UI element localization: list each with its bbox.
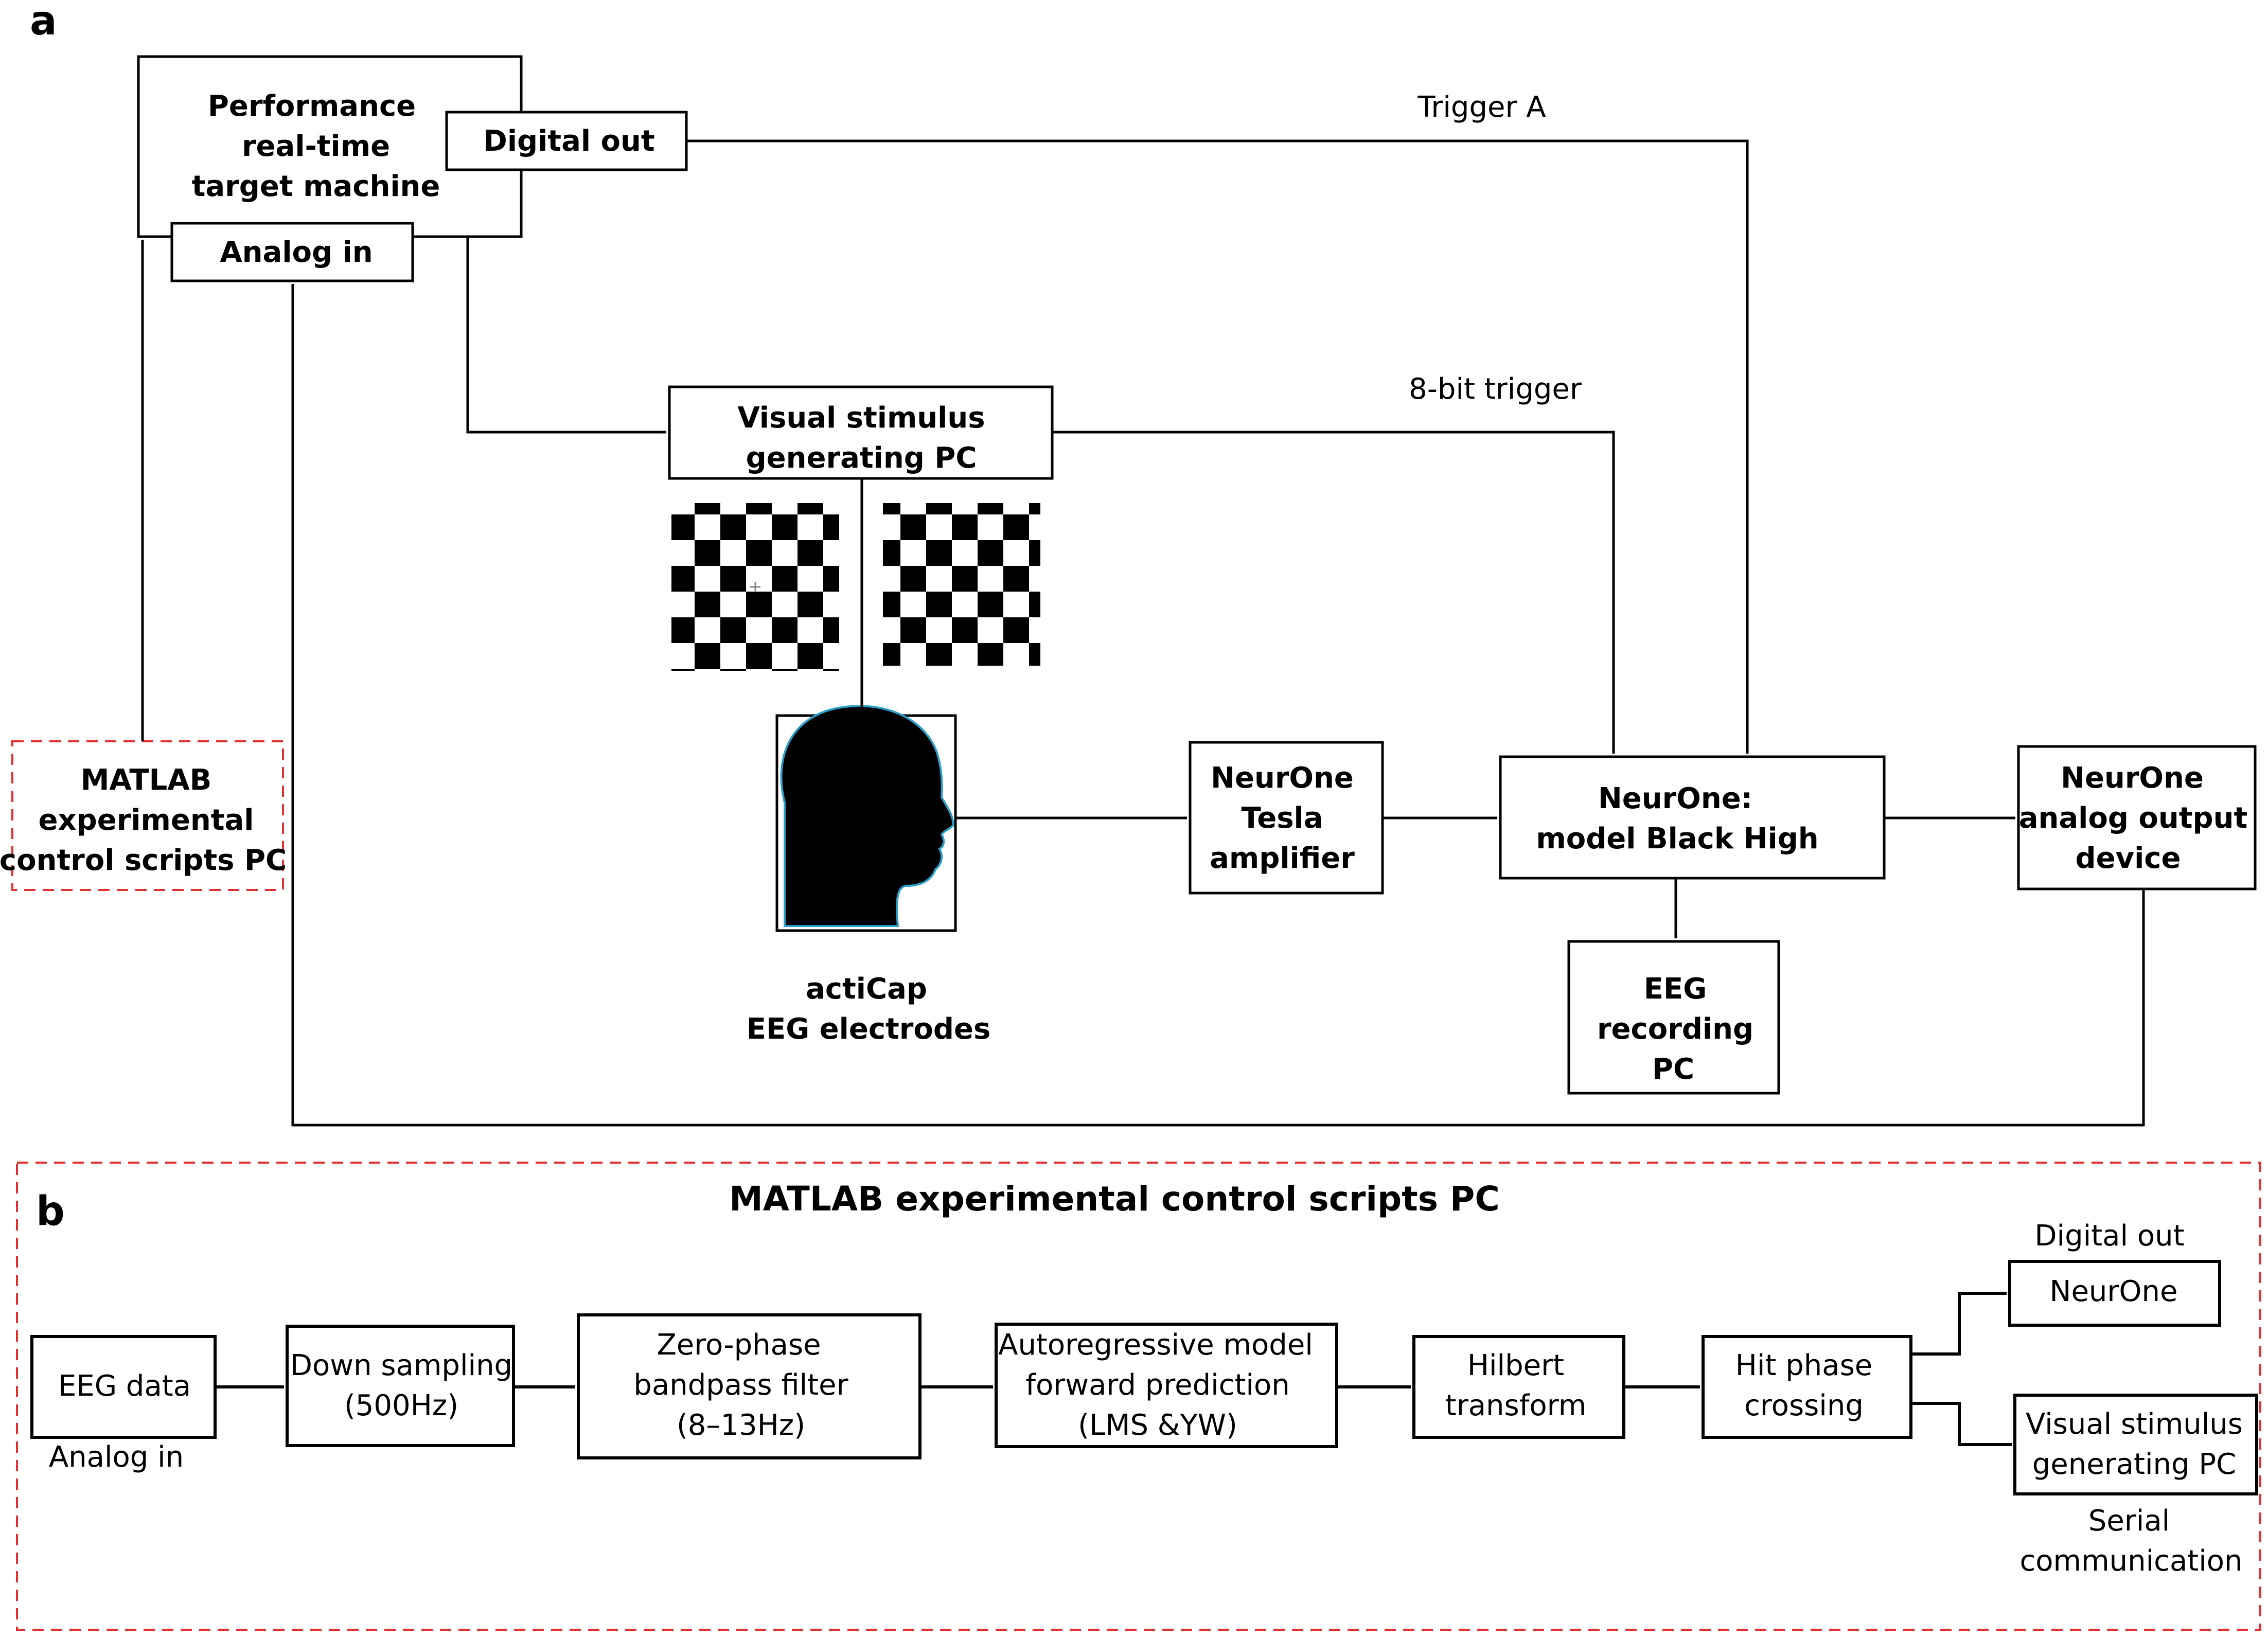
target-machine-line-1: Performance <box>207 90 416 123</box>
serial-line-2: communication <box>2019 1544 2243 1578</box>
down-sampling-line-2: (500Hz) <box>344 1389 459 1422</box>
digital-out-b-label: Digital out <box>2034 1219 2185 1253</box>
neurone-main-box <box>1499 755 1886 880</box>
panel-label-a: a <box>30 0 57 44</box>
hit-phase-line-2: crossing <box>1744 1389 1864 1422</box>
matlab-pc-line-3: control scripts PC <box>0 844 287 877</box>
visual-pc-line-2: generating PC <box>746 441 977 475</box>
eeg-data-label: EEG data <box>58 1369 191 1403</box>
hit-to-neurone-line <box>1911 1292 2007 1356</box>
bandpass-line-3: (8–13Hz) <box>676 1409 806 1442</box>
visual-pc-b-box <box>2013 1394 2258 1495</box>
tesla-amp-line-3: amplifier <box>1210 842 1355 875</box>
down-sampling-box <box>286 1325 515 1447</box>
hilbert-line-2: transform <box>1445 1389 1587 1422</box>
autoregressive-box <box>995 1323 1338 1448</box>
analog-output-box <box>2017 745 2257 890</box>
target-machine-line-3: target machine <box>191 170 440 203</box>
bandpass-box <box>577 1313 922 1459</box>
digital-out-box <box>445 111 688 171</box>
tesla-amp-line-1: NeurOne <box>1211 761 1354 795</box>
acticap-line-1: actiCap <box>806 972 927 1006</box>
autoregressive-line-3: (LMS &YW) <box>1078 1409 1237 1442</box>
target-machine-line-2: real-time <box>241 130 391 163</box>
matlab-pc-box <box>11 740 284 891</box>
hit-to-visual-line <box>1911 1402 2012 1446</box>
matlab-pc-line-2: experimental <box>38 804 254 837</box>
hit-phase-box <box>1702 1335 1912 1439</box>
trigger-a-label: Trigger A <box>1418 91 1546 124</box>
checkerboard-left <box>671 503 839 671</box>
tesla-amp-box <box>1189 741 1384 895</box>
autoregressive-line-2: forward prediction <box>1025 1368 1290 1402</box>
analog-in-box <box>170 222 414 282</box>
digital-out-label: Digital out <box>483 124 655 158</box>
eeg-pc-line-2: recording <box>1597 1012 1754 1046</box>
analog-output-line-2: analog output <box>2018 801 2248 835</box>
tesla-amp-line-2: Tesla <box>1241 801 1323 835</box>
visual-pc-b-line-2: generating PC <box>2032 1448 2237 1481</box>
analog-output-line-1: NeurOne <box>2061 761 2204 795</box>
eight-bit-trigger-line <box>1052 431 1615 754</box>
panel-b-title: MATLAB experimental control scripts PC <box>729 1179 1500 1219</box>
analog-in-label: Analog in <box>220 236 373 269</box>
bandpass-line-1: Zero-phase <box>657 1328 821 1362</box>
analog-output-line-3: device <box>2075 842 2181 875</box>
neurone-main-line-2: model Black High <box>1536 822 1819 856</box>
down-sampling-line-1: Down sampling <box>290 1349 513 1382</box>
visual-pc-line-1: Visual stimulus <box>737 401 985 435</box>
panel-b-frame <box>16 1162 2261 1631</box>
matlab-pc-line-1: MATLAB <box>80 763 212 797</box>
hilbert-line-1: Hilbert <box>1467 1349 1565 1382</box>
neurone-main-line-1: NeurOne: <box>1598 782 1753 815</box>
neurone-b-box <box>2008 1260 2221 1327</box>
visual-pc-b-line-1: Visual stimulus <box>2026 1408 2243 1441</box>
serial-line-1: Serial <box>2088 1504 2170 1538</box>
neurone-b-label: NeurOne <box>2049 1275 2178 1308</box>
panel-label-b: b <box>36 1188 65 1235</box>
target-to-visual-line <box>466 237 667 434</box>
checkerboard-right <box>883 503 1040 666</box>
eeg-pc-line-3: PC <box>1652 1053 1695 1086</box>
hilbert-box <box>1412 1335 1625 1439</box>
bandpass-line-2: bandpass filter <box>633 1368 848 1402</box>
feedback-line <box>291 283 2145 1127</box>
head-silhouette-icon <box>780 705 954 927</box>
acticap-line-2: EEG electrodes <box>746 1012 991 1046</box>
analog-in-b-label: Analog in <box>48 1440 184 1474</box>
eight-bit-trigger-label: 8-bit trigger <box>1409 372 1582 406</box>
hit-phase-line-1: Hit phase <box>1735 1349 1873 1382</box>
eeg-pc-box <box>1567 940 1780 1095</box>
eeg-pc-line-1: EEG <box>1643 972 1707 1006</box>
eeg-data-box <box>30 1335 217 1439</box>
autoregressive-line-1: Autoregressive model <box>998 1328 1313 1362</box>
trigger-a-line <box>686 139 1749 754</box>
